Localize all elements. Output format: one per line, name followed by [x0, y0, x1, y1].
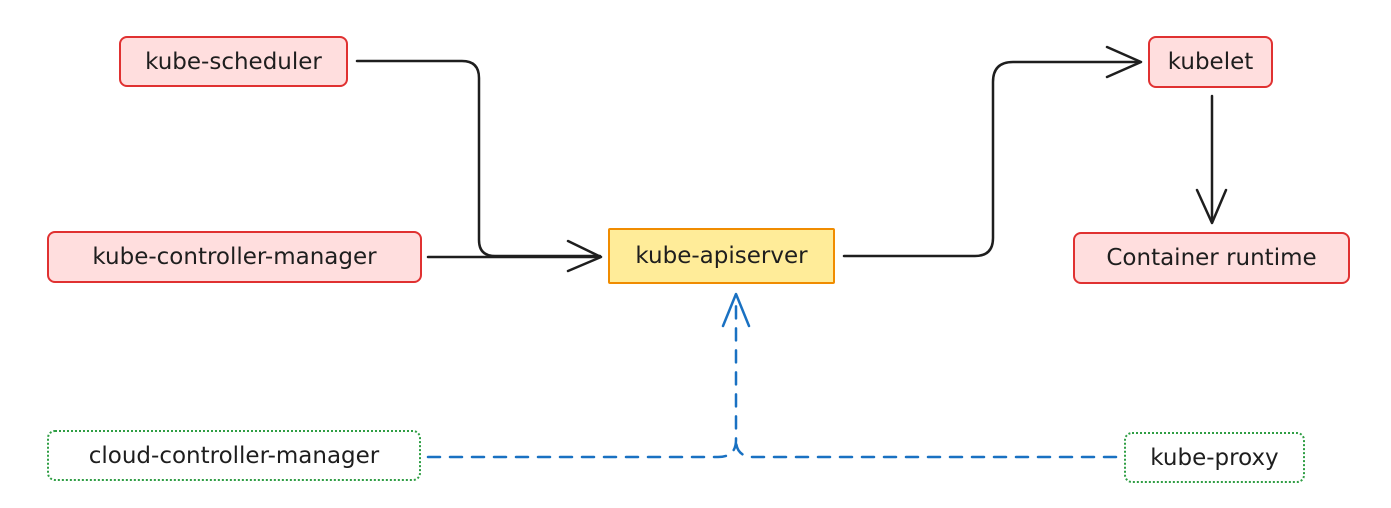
node-label: kube-proxy: [1150, 444, 1279, 471]
arrowhead-into-kubelet: [1105, 45, 1143, 79]
node-label: kube-controller-manager: [92, 244, 377, 270]
node-kube-proxy[interactable]: kube-proxy: [1124, 432, 1305, 483]
node-label: kube-apiserver: [635, 243, 808, 269]
arrowhead-into-apiserver: [566, 239, 603, 273]
node-label: cloud-controller-manager: [88, 442, 380, 469]
node-kube-scheduler[interactable]: kube-scheduler: [119, 36, 348, 87]
node-label: kubelet: [1167, 49, 1254, 75]
node-label: Container runtime: [1106, 245, 1317, 271]
node-container-runtime[interactable]: Container runtime: [1073, 232, 1350, 284]
node-label: kube-scheduler: [145, 48, 322, 75]
edge-scheduler-to-apiserver: [355, 59, 602, 258]
edge-kube-proxy-to-apiserver: [734, 438, 1118, 459]
arrowhead-into-apiserver-bottom: [721, 292, 751, 328]
node-kube-controller-manager[interactable]: kube-controller-manager: [47, 231, 422, 283]
node-cloud-controller-manager[interactable]: cloud-controller-manager: [47, 430, 421, 481]
arrowhead-into-runtime: [1195, 188, 1228, 225]
node-kubelet[interactable]: kubelet: [1148, 36, 1273, 88]
edge-apiserver-to-kubelet: [842, 60, 1142, 258]
node-kube-apiserver[interactable]: kube-apiserver: [608, 228, 835, 284]
edge-cloud-controller-to-apiserver: [426, 296, 738, 459]
